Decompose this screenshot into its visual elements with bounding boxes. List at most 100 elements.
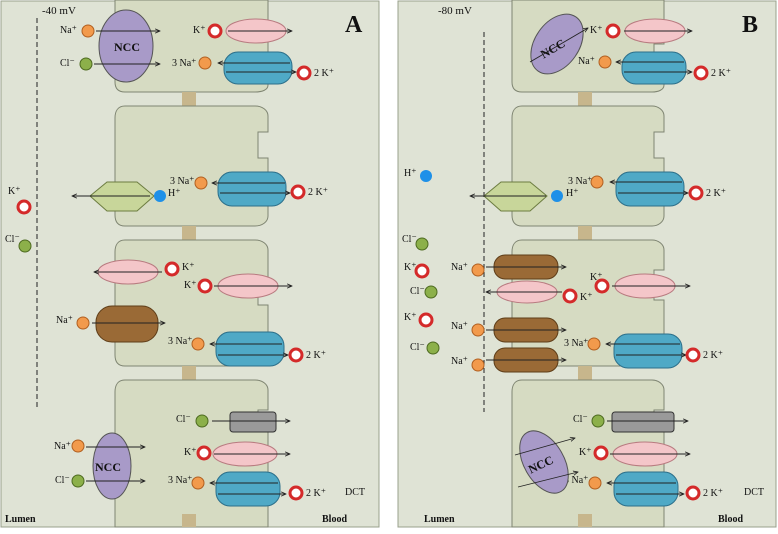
na-ion [590,175,604,189]
ion-label-cl: Cl⁻ [410,286,425,297]
na-k-atpase [223,51,293,85]
ion-label-k: K⁺ [184,280,197,291]
lumen-label: Lumen [5,514,36,525]
na-ion [471,358,485,372]
k-ion [196,445,212,461]
tight-junction [578,514,592,527]
tight-junction [578,366,592,380]
na-ion [191,337,205,351]
ion-label-h: H⁺ [566,188,579,199]
ion-label-k: K⁺ [590,272,603,283]
ion-label-na: Na⁺ [578,56,595,67]
voltage-label: -80 mV [438,5,472,17]
ion-label-k: K⁺ [590,25,603,36]
na-k-atpase [621,51,687,85]
ion-label-na: Na⁺ [451,356,468,367]
h-ion [551,190,563,202]
ion-label-k: K⁺ [182,262,195,273]
cl-ion [591,414,605,428]
tight-junction [578,226,592,240]
k-ion [562,288,578,304]
na-ion [588,476,602,490]
k-ion [593,445,609,461]
panel-letter: B [742,12,758,38]
cell-b2 [511,105,665,227]
ncc-transporter [92,432,132,500]
ion-label-3na: 3 Na⁺ [564,475,588,486]
ion-label-na: Na⁺ [451,262,468,273]
cl-ion [195,414,209,428]
ion-label-k: K⁺ [8,186,21,197]
na-k-atpase [613,471,679,507]
k-ion [418,312,434,328]
tight-junction [578,92,592,106]
segment-label: DCT [744,487,764,498]
ion-label-k: K⁺ [404,262,417,273]
na-ion [71,439,85,453]
ion-label-na: Na⁺ [54,441,71,452]
na-k-atpase [615,171,685,207]
na-ion [194,176,208,190]
ion-label-3na: 3 Na⁺ [172,58,196,69]
ion-label-k: K⁺ [193,25,206,36]
ion-label-cl: Cl⁻ [410,342,425,353]
ion-label-na: Na⁺ [60,25,77,36]
ion-label-k: K⁺ [404,312,417,323]
na-ion [471,323,485,337]
na-ion [598,55,612,69]
na-k-atpase [613,333,683,369]
clc-channel [229,411,277,433]
na-ion [81,24,95,38]
k-ion [685,485,701,501]
ion-label-2k: 2 K⁺ [308,187,328,198]
tight-junction [182,226,196,240]
ion-label-cl: Cl⁻ [402,234,417,245]
na-ion [198,56,212,70]
ion-label-k: K⁺ [579,447,592,458]
ion-label-3na: 3 Na⁺ [568,176,592,187]
cl-ion [415,237,429,251]
ion-label-cl: Cl⁻ [60,58,75,69]
blood-label: Blood [322,514,347,525]
ion-label-3na: 3 Na⁺ [168,475,192,486]
panel-b: -80 mV B NCC K⁺ Na⁺ 2 K⁺ H⁺ H⁺ 3 Na⁺ 2 K… [397,0,777,528]
k-ion [594,278,610,294]
ion-label-cl: Cl⁻ [176,414,191,425]
tight-junction [182,92,196,106]
na-ion [76,316,90,330]
ion-label-na: Na⁺ [451,321,468,332]
ion-label-2k: 2 K⁺ [711,68,731,79]
ion-label-k: K⁺ [580,292,593,303]
blood-label: Blood [718,514,743,525]
lumen-label: Lumen [424,514,455,525]
k-ion [164,261,180,277]
clc-channel [611,411,675,433]
k-ion [288,485,304,501]
ncc-label: NCC [95,460,121,474]
ion-label-2k: 2 K⁺ [703,488,723,499]
segment-label: DCT [345,487,365,498]
voltage-label: -40 mV [42,5,76,17]
k-ion [290,184,306,200]
ion-label-k: K⁺ [184,447,197,458]
k-ion [296,65,312,81]
na-ion [471,263,485,277]
panel-a: -40 mV A NCC Na⁺ Cl⁻ K⁺ 3 Na⁺ 2 K⁺ K⁺ H⁺… [0,0,380,528]
ncc-transporter [530,13,584,75]
na-k-atpase [215,471,281,507]
h-ion [420,170,432,182]
na-ion [587,337,601,351]
cl-ion [71,474,85,488]
k-ion [685,347,701,363]
tight-junction [182,514,196,527]
ion-label-h: H⁺ [168,188,181,199]
ion-label-cl: Cl⁻ [573,414,588,425]
cl-ion [79,57,93,71]
cl-ion [18,239,32,253]
k-ion [207,23,223,39]
na-k-atpase [215,331,285,367]
ion-label-3na: 3 Na⁺ [170,176,194,187]
tight-junction [182,366,196,380]
panel-letter: A [345,12,363,38]
